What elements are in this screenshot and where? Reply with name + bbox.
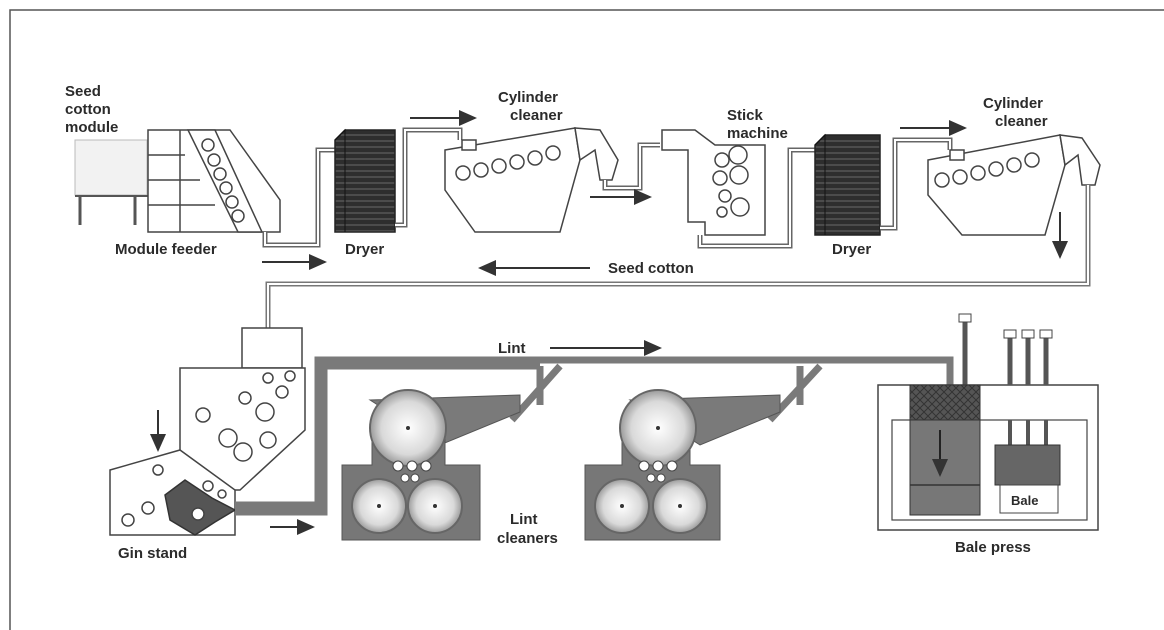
cylinder-cleaner-2-label: Cylinder cleaner (983, 95, 1048, 130)
diagram-border (9, 9, 1164, 630)
cylinder-cleaner-1 (444, 127, 619, 233)
module-feeder (147, 129, 281, 233)
bale-press-label: Bale press (955, 539, 1031, 556)
cylinder-cleaner-1-label: Cylinder cleaner (498, 89, 563, 124)
seed-cotton-module-label: Seed cotton module (65, 83, 118, 136)
lint-cleaner-2 (584, 389, 781, 541)
seed-cotton-label: Seed cotton (608, 260, 694, 277)
lint-label: Lint (498, 340, 526, 357)
lint-cleaner-1 (341, 389, 521, 541)
dryer-2-label: Dryer (832, 241, 871, 258)
lint-cleaners-label: Lint cleaners (497, 511, 558, 547)
gin-stand-label: Gin stand (118, 545, 187, 562)
seed-cotton-module (74, 139, 150, 225)
cylinder-cleaner-2 (927, 134, 1101, 236)
dryer-2 (814, 133, 881, 236)
bale-press (877, 313, 1099, 531)
stick-machine (661, 129, 766, 236)
bale-label: Bale (1011, 493, 1038, 508)
module-feeder-label: Module feeder (115, 241, 217, 258)
dryer-1 (334, 128, 396, 233)
stick-machine-label: Stick machine (727, 107, 788, 142)
dryer-1-label: Dryer (345, 241, 384, 258)
